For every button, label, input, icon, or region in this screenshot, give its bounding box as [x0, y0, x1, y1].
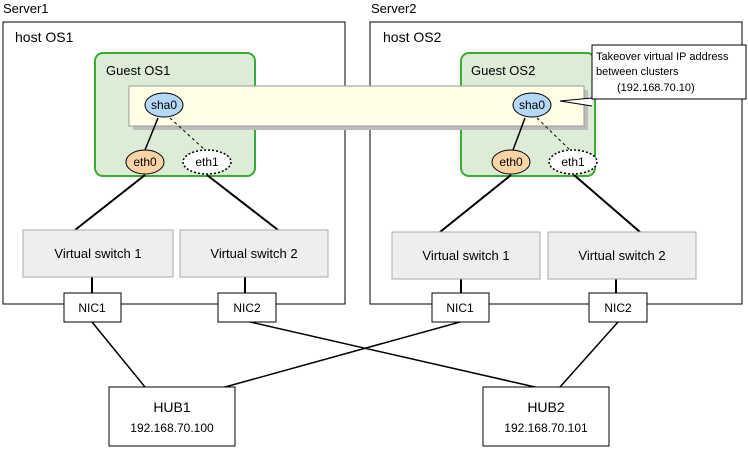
s2-nic1-hub1-link	[224, 321, 461, 388]
sha0-2-node	[512, 92, 552, 118]
guest-os2-label: Guest OS2	[471, 63, 535, 78]
takeover-band	[128, 85, 585, 127]
s1-nic2	[217, 292, 277, 323]
s2-nic2	[588, 292, 648, 323]
s2-nic1-label: NIC1	[446, 301, 474, 315]
s1-virtual-switch-2	[179, 229, 329, 278]
sha0-1-label: sha0	[151, 98, 177, 112]
s2-virtual-switch-1-label: Virtual switch 1	[422, 248, 509, 263]
callout-line1: Takeover virtual IP address	[596, 51, 729, 63]
server1-label: Server1	[3, 1, 49, 16]
sha0-1-node	[144, 92, 184, 118]
hub2-box	[482, 386, 610, 447]
callout-box	[591, 44, 747, 100]
sha0-2-label: sha0	[519, 98, 545, 112]
hub2-name: HUB2	[527, 399, 565, 415]
s2-nic1	[431, 292, 490, 323]
eth1-1-node	[182, 149, 232, 175]
s1-nic1	[63, 292, 122, 323]
eth0-1-label: eth0	[133, 155, 157, 169]
eth1-2-node	[548, 149, 598, 175]
s1-nic2-label: NIC2	[233, 301, 261, 315]
guest-os1-label: Guest OS1	[106, 63, 170, 78]
s2-virtual-switch-1	[391, 231, 541, 280]
eth0-switch1-link-1	[74, 174, 146, 231]
hub2-ip: 192.168.70.101	[504, 421, 588, 435]
s2-virtual-switch-2	[547, 231, 697, 280]
eth1-switch2-link-2	[573, 174, 641, 233]
eth0-switch1-link-2	[439, 174, 512, 233]
callout-pointer	[559, 97, 593, 107]
s1-virtual-switch-1	[22, 229, 174, 278]
sha0-eth1-link-1	[169, 117, 206, 151]
sha0-eth0-link-1	[144, 117, 159, 151]
eth1-switch2-link-1	[206, 174, 279, 231]
s1-nic1-label: NIC1	[78, 301, 106, 315]
sha0-eth0-link-2	[512, 117, 526, 151]
eth0-2-label: eth0	[499, 155, 523, 169]
s1-virtual-switch-2-label: Virtual switch 2	[210, 246, 297, 261]
hub1-name: HUB1	[153, 399, 191, 415]
callout-line3: (192.168.70.10)	[617, 82, 695, 94]
s1-nic2-hub2-link	[249, 321, 536, 388]
eth0-1-node	[125, 149, 165, 175]
s2-virtual-switch-2-label: Virtual switch 2	[578, 248, 665, 263]
hub1-ip: 192.168.70.100	[130, 421, 214, 435]
host-os2-label: host OS2	[383, 29, 442, 45]
s2-nic2-hub2-link	[559, 321, 619, 388]
hub1-box	[108, 386, 236, 447]
s2-nic2-label: NIC2	[604, 301, 632, 315]
host-os1-label: host OS1	[15, 29, 74, 45]
callout-line2: between clusters	[596, 66, 679, 78]
s1-nic1-hub1-link	[91, 321, 146, 388]
s1-virtual-switch-1-label: Virtual switch 1	[54, 246, 141, 261]
server2-label: Server2	[371, 1, 417, 16]
eth0-2-node	[491, 149, 531, 175]
eth1-1-label: eth1	[195, 155, 219, 169]
sha0-eth1-link-2	[536, 117, 571, 151]
eth1-2-label: eth1	[561, 155, 585, 169]
